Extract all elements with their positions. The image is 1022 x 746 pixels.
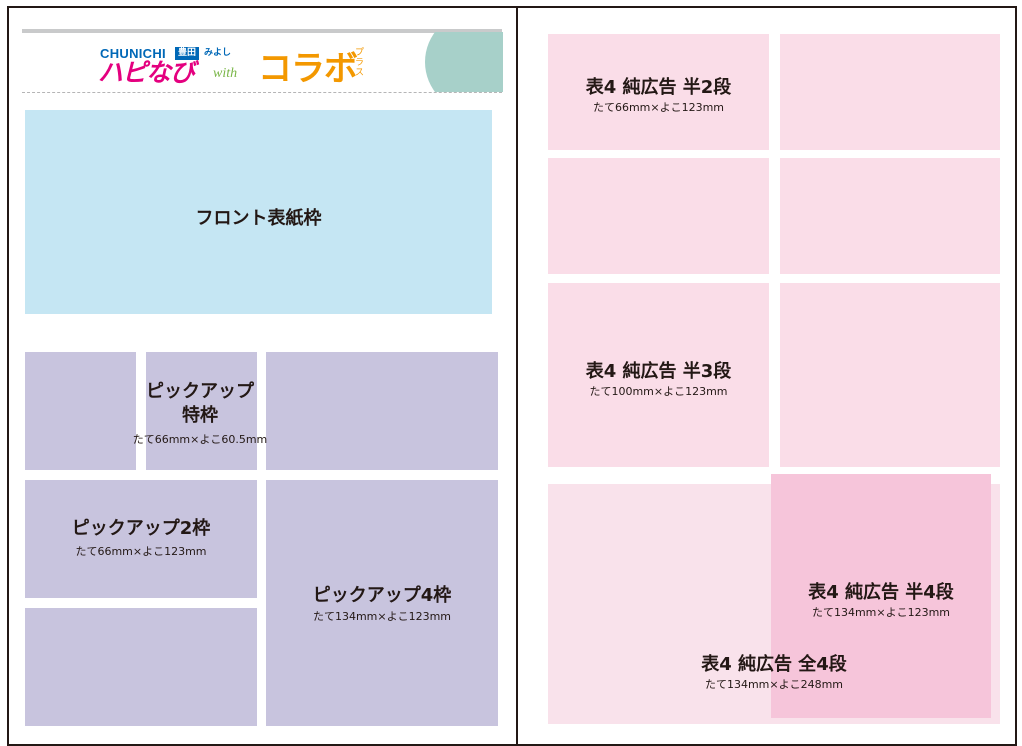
ad-half-4-title: 表4 純広告 半4段 [808, 582, 954, 603]
pickup-2-title: ピックアップ2枠 [71, 518, 211, 539]
ad-half-2-title: 表4 純広告 半2段 [585, 77, 732, 98]
header-rule [22, 29, 502, 33]
logo-name-part2: コラボ [258, 49, 358, 89]
pickup-special-size: たて66mm×よこ60.5mm [132, 433, 268, 446]
front-cover-label: フロント表紙枠 [195, 208, 322, 229]
pickup-2-block [25, 480, 257, 598]
front-cover-block [25, 110, 492, 314]
pickup-4-block [266, 480, 498, 726]
logo-brand-en: CHUNICHI [100, 46, 166, 61]
pickup-special-slot-2 [146, 352, 257, 470]
pickup-4-title: ピックアップ4枠 [312, 585, 452, 606]
logo-name-part1: ハピなび [98, 58, 195, 87]
ad-half-2-size: たて66mm×よこ123mm [592, 101, 725, 114]
pickup-4-size: たて134mm×よこ123mm [312, 610, 452, 623]
header-dotted-rule [22, 92, 502, 93]
ad-slot-middle-left [548, 158, 769, 274]
logo-plus: プラス [355, 48, 365, 78]
ad-half-3-block [548, 283, 769, 467]
logo-with: with [213, 66, 238, 81]
ad-full-4-title: 表4 純広告 全4段 [701, 654, 847, 675]
header-circle-decoration [425, 32, 503, 92]
pickup-special-slot-1 [25, 352, 136, 470]
ad-half-4-size: たて134mm×よこ123mm [811, 606, 951, 619]
logo-location-box: 豊田 [175, 47, 200, 60]
ad-half-4-block [771, 474, 991, 718]
pickup-2-size: たて66mm×よこ123mm [75, 545, 207, 558]
pickup-special-title-line1: ピックアップ [146, 381, 254, 402]
ad-full-4-size: たて134mm×よこ248mm [704, 678, 844, 691]
pickup-2-block-lower [25, 608, 257, 726]
logo-location: みよし [204, 48, 232, 58]
ad-half-2-block [548, 34, 769, 150]
pickup-special-slot-3 [266, 352, 498, 470]
ad-half-3-size: たて100mm×よこ123mm [589, 385, 728, 398]
ad-slot-lower-right [780, 283, 1000, 467]
ad-half-3-title: 表4 純広告 半3段 [585, 361, 732, 382]
ad-slot-middle-right [780, 158, 1000, 274]
ad-slot-top-right [780, 34, 1000, 150]
pickup-special-title-line2: 特枠 [182, 405, 218, 426]
page-divider [516, 6, 518, 746]
